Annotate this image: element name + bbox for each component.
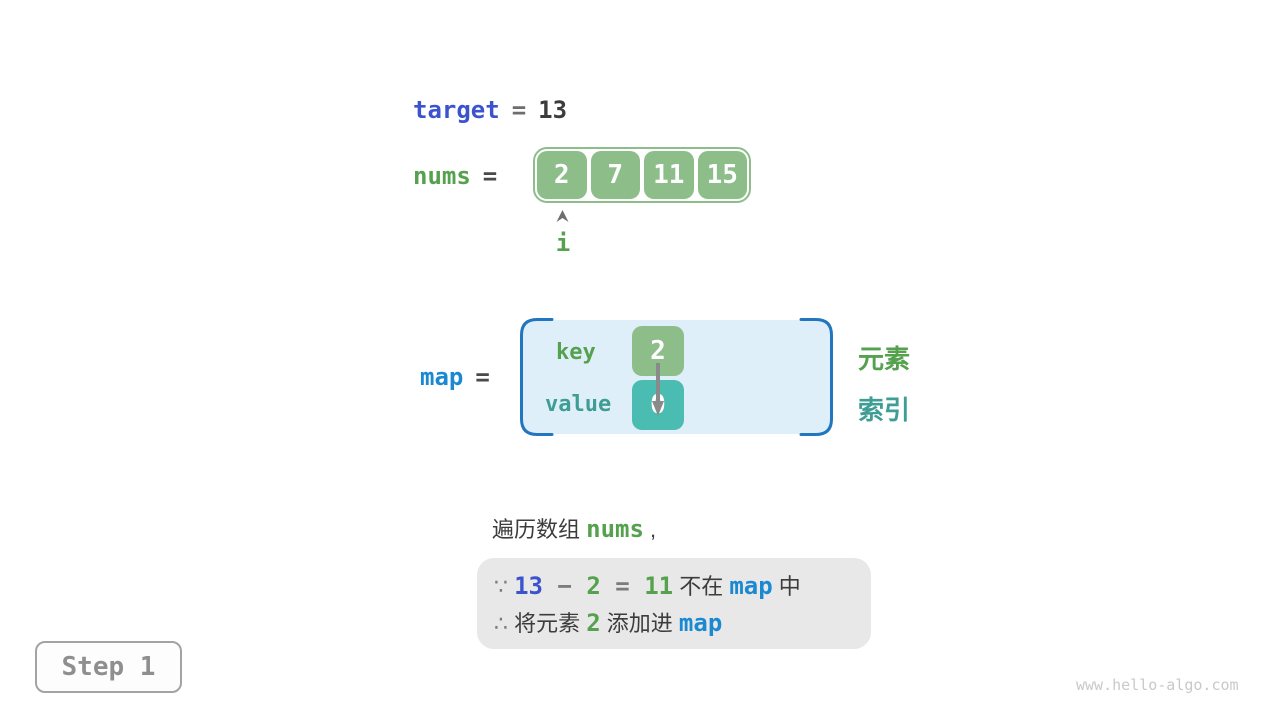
map-braces-icon <box>520 318 833 436</box>
nums-label: nums <box>413 162 471 190</box>
map-label: map <box>420 363 464 391</box>
map-key-label: key <box>556 340 596 365</box>
element-label: 元素 <box>858 344 911 374</box>
array-cell: 15 <box>697 151 747 199</box>
watermark: www.hello-algo.com <box>1076 676 1239 694</box>
array-cell: 11 <box>644 151 694 199</box>
map-assignment: map = <box>420 363 502 391</box>
equals-sign: = <box>475 363 490 391</box>
index-pointer-label: i <box>555 229 571 257</box>
caption-line: 遍历数组 nums , <box>492 515 657 543</box>
map-value-label: value <box>545 392 612 417</box>
note-box: ∵ 13 − 2 = 11 不在 map 中 ∴ 将元素 2 添加进 map <box>477 558 871 649</box>
target-assignment: target = 13 <box>413 96 567 124</box>
note-line-1: ∵ 13 − 2 = 11 不在 map 中 <box>494 572 801 600</box>
nums-array: 2 7 11 15 <box>533 147 751 203</box>
step-badge: Step 1 <box>35 641 182 693</box>
target-label: target <box>413 96 500 124</box>
array-cell: 7 <box>590 151 640 199</box>
index-label: 索引 <box>858 395 911 425</box>
index-pointer-icon <box>556 210 569 222</box>
note-line-2: ∴ 将元素 2 添加进 map <box>494 609 723 637</box>
equals-sign: = <box>511 96 527 124</box>
map-container: key 2 value 0 <box>520 318 833 436</box>
target-value: 13 <box>538 96 568 124</box>
key-to-value-arrow-icon <box>652 363 664 416</box>
array-cell: 2 <box>537 151 587 199</box>
nums-assignment: nums = <box>413 162 509 190</box>
equals-sign: = <box>482 162 498 190</box>
